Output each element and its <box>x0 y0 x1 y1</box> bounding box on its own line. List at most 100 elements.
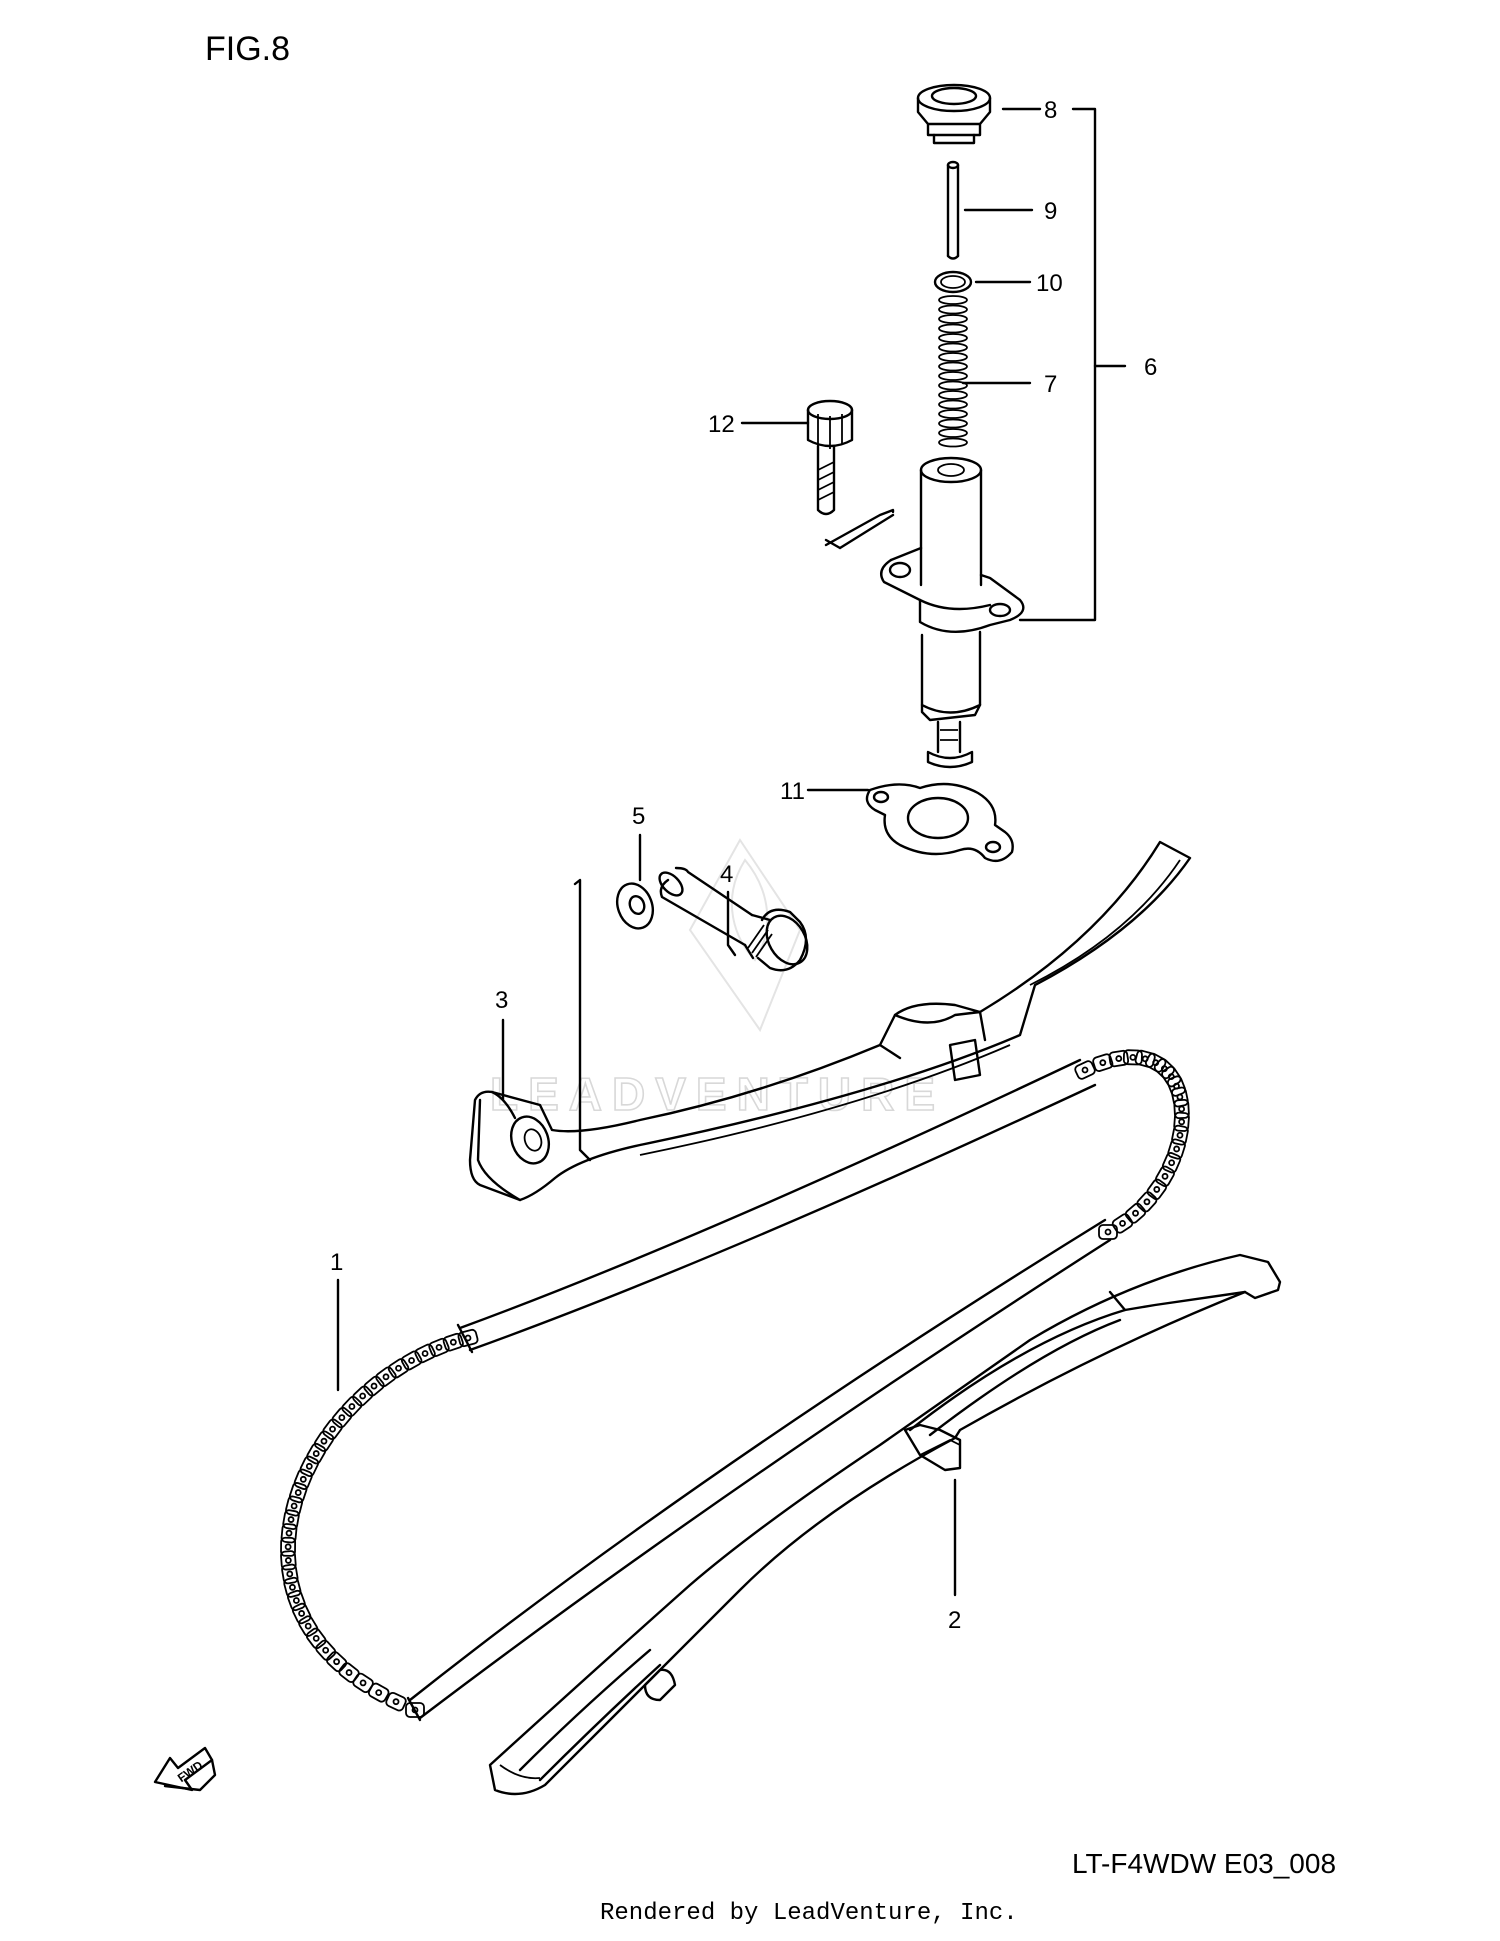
callout-2: 2 <box>948 1607 961 1634</box>
chain-link <box>338 1662 360 1683</box>
chain-pin <box>1178 1118 1186 1126</box>
chain-pin <box>1153 1186 1161 1193</box>
spring-coil <box>938 437 968 448</box>
chain-pin <box>1129 1053 1137 1061</box>
chain-pin <box>1173 1145 1181 1153</box>
chain-pin <box>1176 1131 1184 1139</box>
chain-link <box>1111 1213 1134 1234</box>
spring-coil <box>938 352 968 362</box>
chain-link <box>1074 1060 1096 1080</box>
chain-link <box>352 1385 374 1407</box>
chain-link <box>1173 1111 1190 1132</box>
bolt-12-leader-dashed <box>824 508 895 547</box>
chain-pin <box>421 1350 429 1357</box>
spring-coil <box>938 295 968 305</box>
callout-10: 10 <box>1036 270 1063 297</box>
chain-pin <box>299 1475 307 1483</box>
chain-pin <box>382 1373 390 1381</box>
spring-coil <box>938 314 968 324</box>
chain-link <box>387 1358 410 1379</box>
chain-link <box>400 1350 423 1371</box>
chain-pin <box>312 1634 320 1642</box>
chain-pin <box>1115 1055 1123 1062</box>
chain-pin <box>359 1679 367 1687</box>
spring-coil <box>938 380 968 391</box>
chain-pin <box>1176 1093 1184 1101</box>
chain-pin <box>1168 1159 1176 1167</box>
chain-link <box>1098 1224 1118 1240</box>
chain-link <box>281 1563 299 1585</box>
chain-link <box>280 1536 297 1557</box>
chain-link <box>1154 1165 1175 1188</box>
chain-pin <box>464 1334 472 1342</box>
chain-link <box>428 1337 450 1357</box>
callout-1: 1 <box>330 1249 343 1276</box>
chain-pin <box>284 1543 292 1551</box>
chain-link <box>280 1523 298 1544</box>
chain-pin <box>322 1646 330 1654</box>
chain-link <box>306 1442 327 1465</box>
fwd-arrow: FWD <box>153 1746 217 1792</box>
callout-7: 7 <box>1044 371 1057 398</box>
chain-pin <box>284 1557 292 1564</box>
part-3-tensioner-guide <box>468 840 1192 1202</box>
chain-link <box>1171 1124 1189 1146</box>
callout-8: 8 <box>1044 97 1057 124</box>
callout-9: 9 <box>1044 198 1057 225</box>
spring-coil <box>938 390 968 400</box>
chain-pin <box>298 1610 306 1617</box>
callout-numbers: 8 9 10 6 7 12 11 5 4 3 1 2 <box>330 97 1157 1634</box>
chain-link <box>363 1375 385 1397</box>
chain-pin <box>411 1706 419 1714</box>
spring-coil <box>938 304 968 315</box>
chain-pin <box>285 1529 293 1537</box>
part-5-washer <box>615 882 655 930</box>
chain-pin <box>320 1437 328 1445</box>
spring-coil <box>938 333 968 343</box>
chain-link <box>322 1418 343 1440</box>
part-7-spring <box>938 295 968 448</box>
chain-link <box>288 1482 308 1504</box>
chain-pin <box>1132 1209 1139 1217</box>
spring-coil <box>938 418 968 429</box>
chain-link <box>283 1576 302 1598</box>
chain-link <box>293 1468 313 1490</box>
chain-link <box>291 1602 312 1625</box>
watermark-text: LEADVENTURE <box>490 1068 945 1120</box>
chain-pin <box>449 1338 457 1346</box>
chain-pin <box>392 1698 400 1706</box>
drawing-code: LT-F4WDW E03_008 <box>1072 1848 1337 1879</box>
chain-pin <box>1081 1066 1089 1074</box>
part-4-pivot-bolt <box>658 866 809 972</box>
chain-link <box>385 1691 407 1712</box>
chain-pin <box>435 1343 443 1351</box>
chain-pin <box>294 1489 302 1496</box>
chain-pin <box>290 1502 298 1510</box>
watermark: LEADVENTURE <box>489 838 945 1121</box>
chain-pin <box>375 1689 383 1697</box>
chain-pin <box>359 1392 367 1400</box>
chain-link <box>1173 1098 1190 1120</box>
spring-coil <box>938 371 968 381</box>
part-10-o-ring <box>933 270 973 294</box>
chain-pin <box>348 1403 356 1410</box>
render-credit: Rendered by LeadVenture, Inc. <box>600 1900 1018 1927</box>
fwd-label: FWD <box>175 1758 206 1785</box>
chain-pin <box>1143 1198 1151 1206</box>
chain-link <box>1092 1053 1114 1072</box>
chain-link <box>1146 1178 1168 1201</box>
chain-link <box>313 1430 335 1452</box>
chain-pin <box>304 1622 312 1630</box>
chain-link <box>457 1328 479 1348</box>
chain-link <box>1124 1202 1147 1224</box>
chain-pin <box>338 1414 346 1421</box>
chain-pin <box>1099 1059 1107 1067</box>
spring-coil <box>938 399 968 410</box>
chain-link <box>286 1589 306 1612</box>
chain-link <box>282 1509 300 1530</box>
chain-pin <box>305 1462 313 1470</box>
chain-pin <box>370 1382 378 1390</box>
chain-link <box>280 1550 297 1571</box>
chain-link <box>326 1651 348 1673</box>
callout-5: 5 <box>632 803 645 830</box>
